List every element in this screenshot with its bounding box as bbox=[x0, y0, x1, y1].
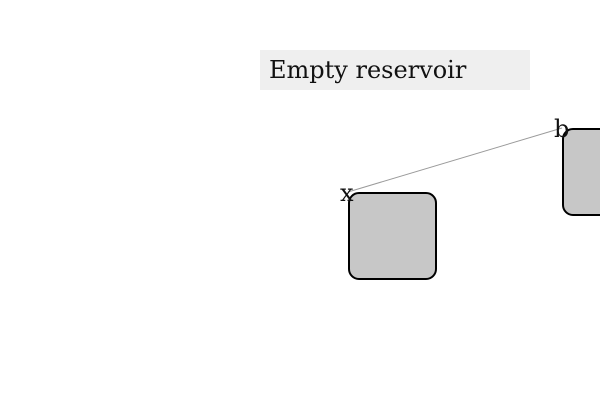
connector-line-x-b bbox=[347, 127, 563, 193]
node-box-x[interactable] bbox=[348, 192, 437, 280]
title-text: Empty reservoir bbox=[269, 56, 467, 84]
node-label-x: x bbox=[340, 179, 354, 207]
node-box-b[interactable] bbox=[562, 128, 600, 216]
title-banner: Empty reservoir bbox=[260, 50, 530, 90]
node-label-b: b bbox=[554, 115, 570, 143]
